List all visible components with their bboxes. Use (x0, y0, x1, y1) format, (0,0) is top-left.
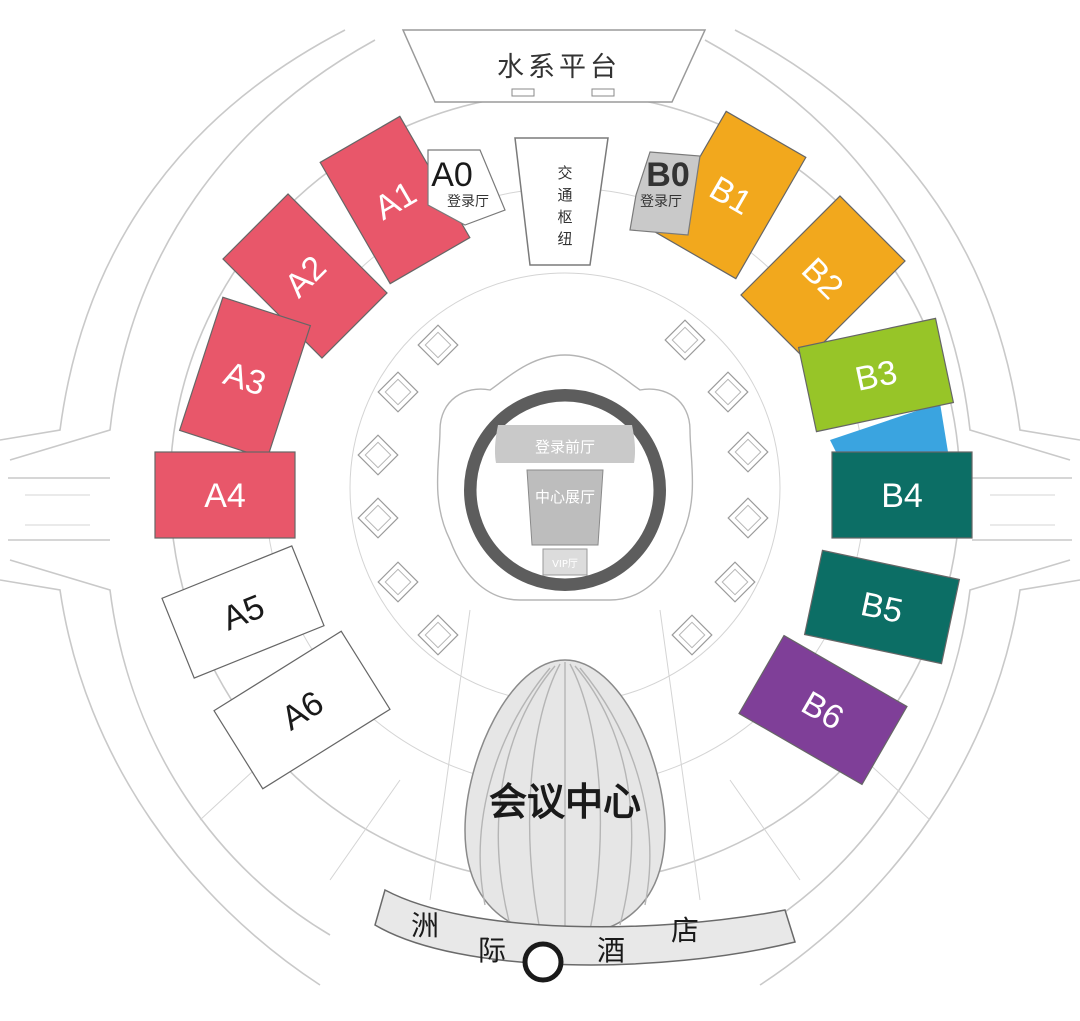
hotel-char: 店 (671, 914, 699, 947)
hall-a4[interactable]: A4 (154, 451, 296, 539)
conference-center[interactable]: 会议中心 (464, 659, 666, 936)
pavilion (357, 434, 399, 476)
hall-a2[interactable]: A2 (222, 193, 388, 359)
hall-b3[interactable]: B3 (797, 317, 955, 433)
hall-b3-shape (797, 317, 955, 433)
hall-b2[interactable]: B2 (740, 195, 906, 361)
water-platform-label: 水系平台 (497, 52, 621, 83)
pavilion (707, 371, 749, 413)
hotel-char: 际 (478, 934, 506, 967)
center-hall-label: 中心展厅 (535, 488, 595, 506)
hall-a6-shape (213, 630, 391, 790)
pavilion (671, 614, 713, 656)
pavilion (664, 319, 706, 361)
pavilion (714, 561, 756, 603)
hall-b4-shape (831, 451, 973, 539)
hall-a5-shape (161, 545, 325, 679)
hall-a4-label: A4 (204, 477, 246, 515)
hall-b6-shape (738, 634, 908, 786)
b0-name: 登录厅 (640, 194, 682, 210)
a0-code: A0 (431, 156, 473, 194)
login-hall-b0[interactable]: B0 登录厅 (629, 151, 701, 236)
water-platform: 水系平台 (401, 29, 707, 103)
pavilion (377, 561, 419, 603)
login-hall-a0[interactable]: A0 登录厅 (427, 149, 506, 226)
hall-b2-shape (740, 195, 906, 361)
intercontinental-hotel[interactable]: 洲际酒店 (374, 888, 796, 983)
pavilion (727, 497, 769, 539)
conference-center-label: 会议中心 (489, 780, 641, 824)
center-hall-shape (526, 469, 604, 546)
hall-b6[interactable]: B6 (738, 634, 908, 786)
login-foyer-shape (494, 425, 636, 463)
pavilion (357, 497, 399, 539)
hall-b4[interactable]: B4 (831, 451, 973, 539)
hall-b5-shape (803, 549, 961, 665)
pavilion (377, 371, 419, 413)
transport-hub-char: 枢 (557, 208, 572, 226)
pavilion (417, 324, 459, 366)
pavilion (417, 614, 459, 656)
courtyard-pavilions (357, 319, 769, 656)
transport-hub-char: 纽 (557, 230, 572, 248)
transport-hub-char: 交 (557, 164, 572, 182)
hall-b4-label: B4 (881, 477, 923, 515)
hall-b3-label: B3 (852, 353, 901, 399)
hall-a5[interactable]: A5 (161, 545, 325, 679)
hotel-char: 洲 (411, 909, 439, 942)
transport-hub-char: 通 (557, 186, 572, 204)
b0-code: B0 (646, 156, 689, 194)
hall-a6[interactable]: A6 (213, 630, 391, 790)
hall-a4-shape (154, 451, 296, 539)
vip-room-shape (542, 548, 588, 576)
hall-a3-shape (178, 296, 312, 460)
central-plaza: 登录前厅 中心展厅 VIP厅 (436, 354, 694, 601)
b0-shape (629, 151, 701, 236)
login-foyer-label: 登录前厅 (535, 438, 595, 456)
hall-a1[interactable]: A1 (319, 115, 471, 285)
a0-name: 登录厅 (447, 194, 489, 210)
hall-a3[interactable]: A3 (178, 296, 312, 460)
hall-b3-annex (830, 403, 948, 452)
hall-b1[interactable]: B1 (655, 110, 807, 280)
pavilion (727, 431, 769, 473)
hall-b5[interactable]: B5 (803, 549, 961, 665)
hotel-char: 酒 (597, 934, 625, 967)
hall-b5-label: B5 (857, 585, 906, 631)
hall-a2-shape (222, 193, 388, 359)
vip-label: VIP厅 (552, 559, 578, 570)
